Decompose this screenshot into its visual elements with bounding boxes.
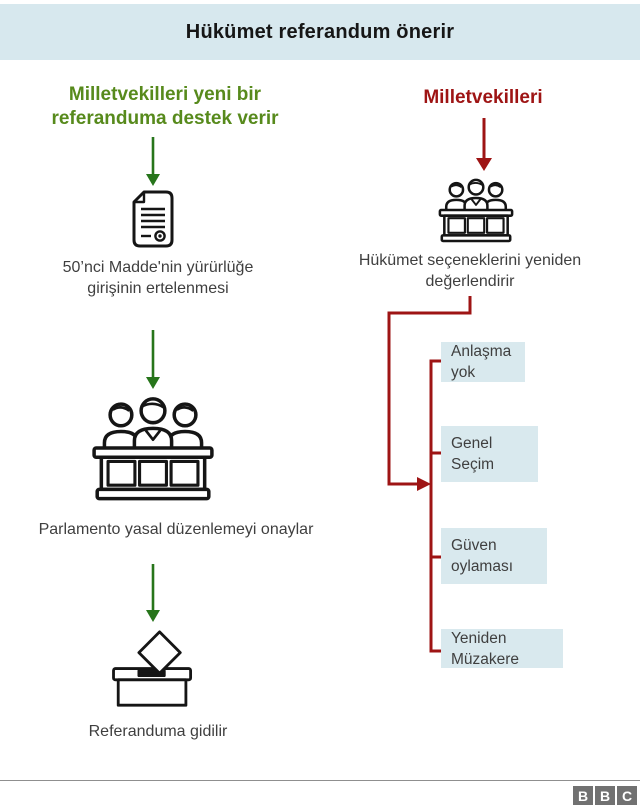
header-panel: Hükümet referandum önerir [0, 4, 640, 60]
option-box-confidence-vote: Güven oylaması [441, 528, 547, 584]
parliament-icon [92, 397, 214, 501]
step-label-government-reconsiders: Hükümet seçeneklerini yeniden değerlendi… [358, 252, 582, 290]
parliament-icon [438, 178, 514, 243]
step-label-referendum: Referanduma gidilir [88, 723, 228, 740]
down-arrow-icon [476, 118, 492, 171]
step-label-delay-article: 50’nci Madde'nin yürürlüğe girişinin ert… [62, 259, 254, 297]
branch-connector [387, 296, 472, 653]
down-arrow-icon [146, 330, 160, 389]
option-box-no-deal: Anlaşma yok [441, 342, 525, 382]
step-label-parliament-approves: Parlamento yasal düzenlemeyi onaylar [38, 521, 314, 538]
bbc-logo-letter: B [573, 786, 593, 805]
bbc-logo-letter: B [595, 786, 615, 805]
right-column-heading: Milletvekilleri [423, 87, 543, 108]
footer-divider [0, 780, 640, 781]
down-arrow-icon [146, 137, 160, 186]
option-box-renegotiation: Yeniden Müzakere [441, 629, 563, 668]
page-title: Hükümet referandum önerir [185, 20, 455, 43]
down-arrow-icon [146, 564, 160, 622]
left-column-heading: Milletvekilleri yeni bir referanduma des… [51, 84, 279, 129]
bbc-logo-letter: C [617, 786, 637, 805]
document-icon [132, 190, 174, 248]
bbc-logo: B B C [573, 786, 637, 805]
ballot-box-icon [112, 630, 193, 707]
option-box-general-election: Genel Seçim [441, 426, 538, 482]
